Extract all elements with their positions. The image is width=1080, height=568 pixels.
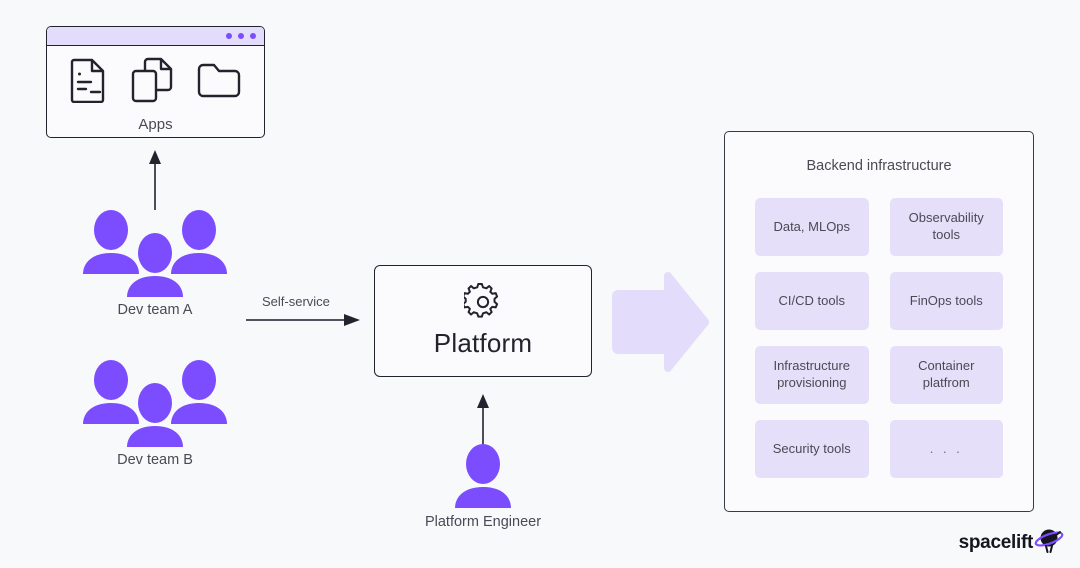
platform-title: Platform: [433, 328, 533, 358]
document-icon: [69, 57, 109, 108]
platform-box: Platform: [374, 265, 592, 377]
window-dot-1: [226, 33, 232, 39]
backend-tile-container-platform[interactable]: Container platfrom: [889, 346, 1003, 404]
arrow-engineer-to-platform: [477, 394, 489, 446]
apps-label: Apps: [138, 116, 173, 133]
dev-team-a-label: Dev team A: [117, 302, 193, 318]
backend-tile-infrastructure-provisioning[interactable]: Infrastructure provisioning: [755, 346, 869, 404]
backend-tile-finops-tools[interactable]: FinOps tools: [889, 272, 1003, 330]
apps-window-titlebar: [47, 27, 264, 46]
apps-icon-row: [47, 56, 264, 109]
dev-team-b: Dev team B: [65, 360, 245, 468]
dev-team-b-figures: [65, 360, 245, 447]
person-icon: [455, 444, 511, 508]
apps-window: Apps: [46, 26, 265, 138]
backend-tile-observability-tools[interactable]: Observability tools: [889, 198, 1003, 256]
person-icon: [127, 383, 183, 447]
spacelift-wordmark: spacelift: [958, 531, 1034, 553]
self-service-label: Self-service: [262, 294, 330, 309]
backend-title: Backend infrastructure: [806, 158, 952, 174]
spacelift-planet-icon: [1034, 527, 1064, 558]
platform-engineer-label: Platform Engineer: [424, 514, 542, 530]
gear-icon: [462, 282, 502, 326]
spacelift-logo: spacelift: [959, 527, 1064, 558]
person-icon: [171, 360, 227, 424]
dev-team-a: Dev team A: [65, 210, 245, 318]
window-dot-3: [250, 33, 256, 39]
dev-team-a-figures: [65, 210, 245, 297]
folder-icon: [195, 60, 243, 105]
backend-tile-data-mlops[interactable]: Data, MLOps: [755, 198, 869, 256]
backend-tile-security-tools[interactable]: Security tools: [755, 420, 869, 478]
person-icon: [83, 360, 139, 424]
person-icon: [127, 233, 183, 297]
backend-tile-more[interactable]: . . .: [889, 420, 1003, 478]
dev-team-b-label: Dev team B: [117, 452, 193, 468]
arrow-team-to-apps: [149, 150, 161, 210]
copy-files-icon: [129, 56, 175, 109]
window-dot-2: [238, 33, 244, 39]
arrow-self-service: [246, 314, 360, 326]
person-icon: [83, 210, 139, 274]
person-icon: [171, 210, 227, 274]
backend-tile-cicd-tools[interactable]: CI/CD tools: [755, 272, 869, 330]
block-arrow-to-backend: [612, 272, 709, 372]
backend-tile-grid: Data, MLOps Observability tools CI/CD to…: [755, 198, 1003, 478]
platform-engineer: Platform Engineer: [403, 444, 563, 530]
backend-infrastructure-panel: Backend infrastructure Data, MLOps Obser…: [724, 131, 1034, 512]
